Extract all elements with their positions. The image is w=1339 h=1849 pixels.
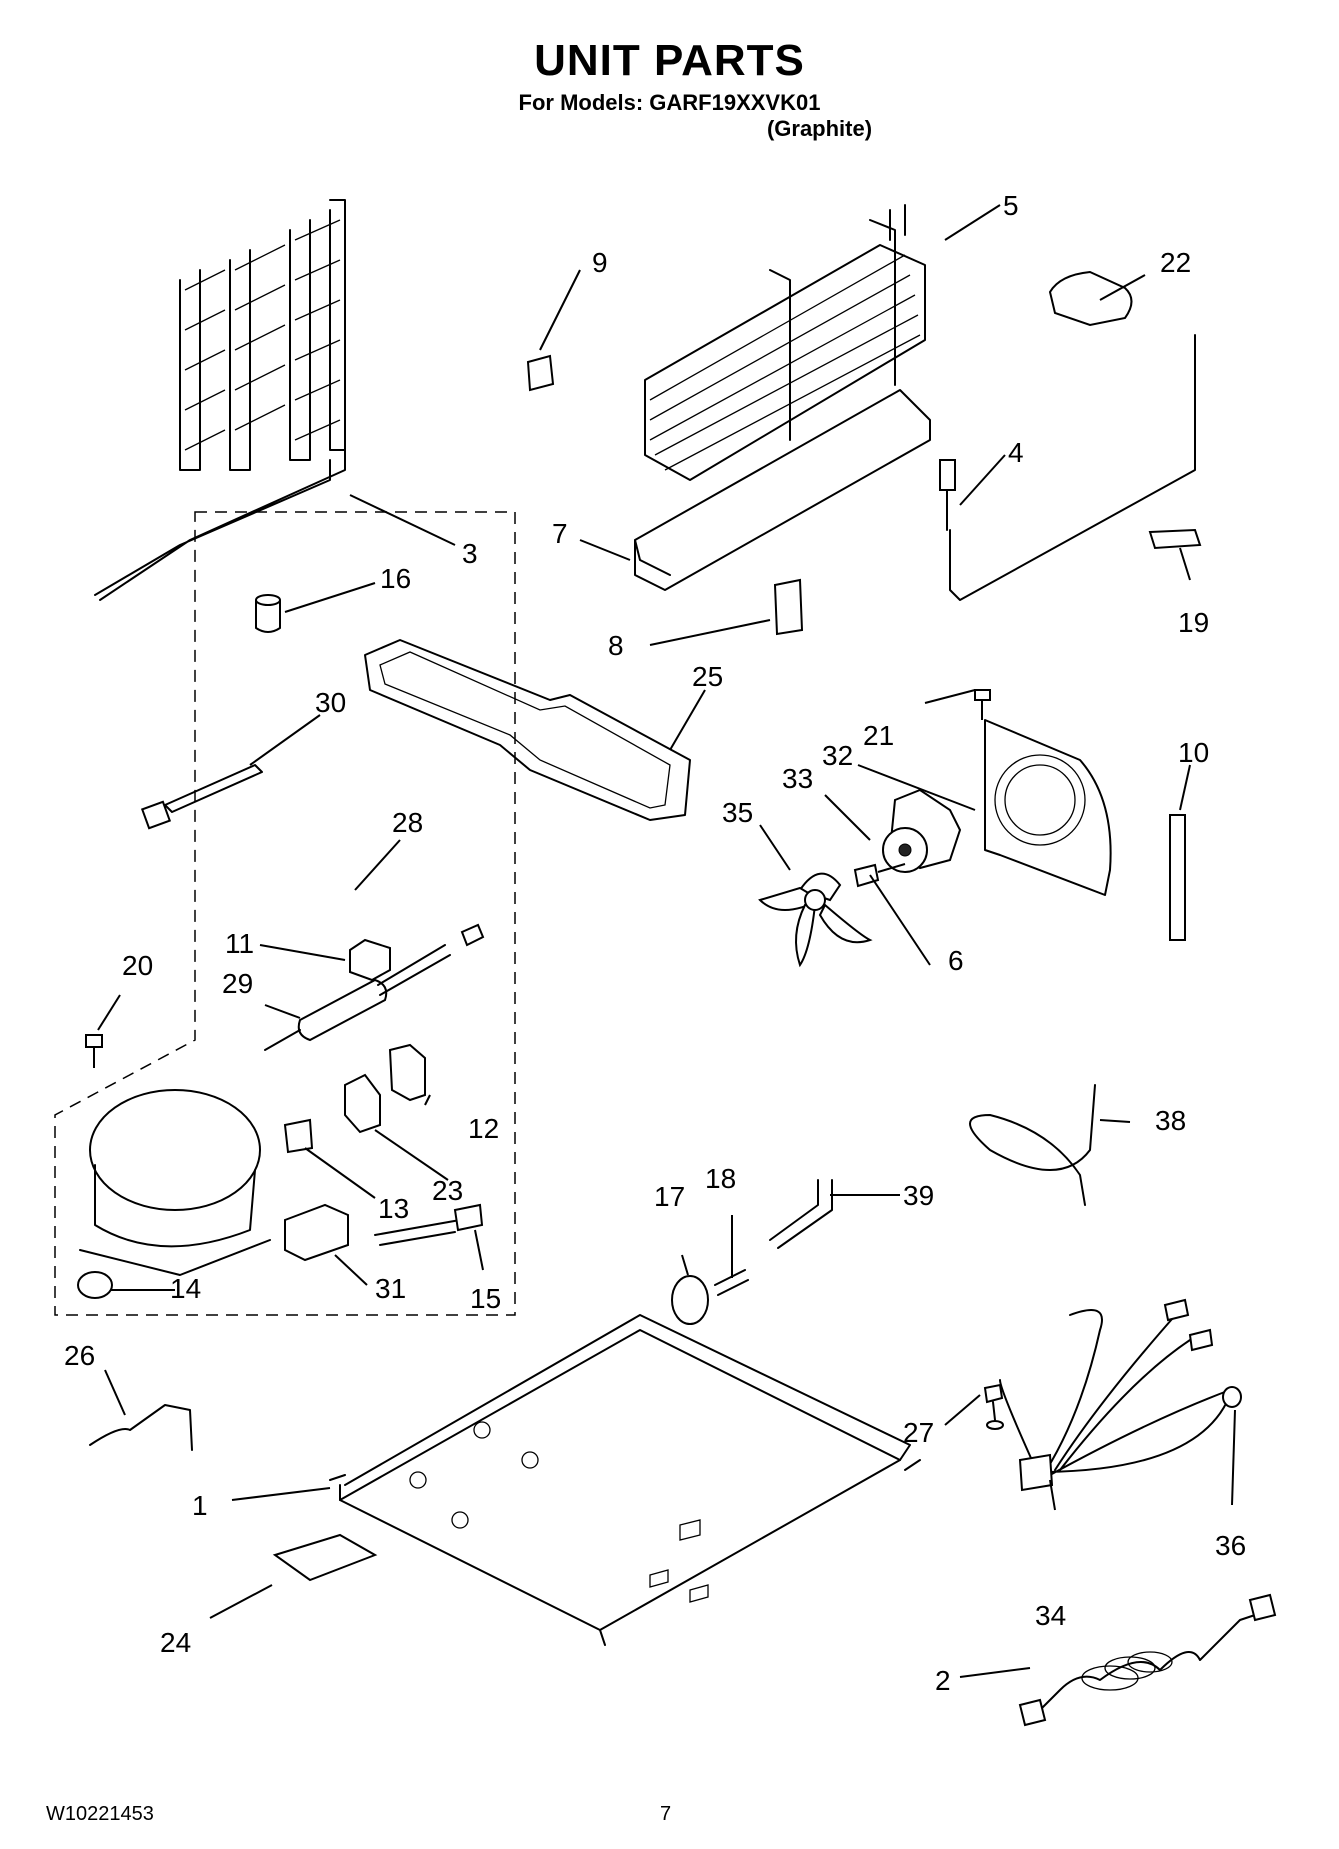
ground-screw [983,1383,1004,1430]
screw-top [974,689,991,720]
callout-17: 17 [654,1181,685,1212]
page-number: 7 [660,1803,672,1825]
callout-39: 39 [903,1180,934,1211]
callout-3: 3 [462,538,478,569]
tube-bend [769,1179,833,1249]
callout-23: 23 [432,1175,463,1206]
callout-6: 6 [948,945,964,976]
filter-drier [264,923,485,1051]
callout-2: 2 [935,1665,951,1696]
callout-16: 16 [380,563,411,594]
power-cord [1018,1593,1277,1727]
insulation-pad [1048,270,1133,327]
roller [671,1275,709,1325]
callout-8: 8 [608,630,624,661]
fan-motor [882,788,962,873]
callout-5: 5 [1003,190,1019,221]
fan-shroud [984,719,1112,896]
callout-18: 18 [705,1163,736,1194]
callout-28: 28 [392,807,423,838]
models-line: For Models: GARF19XXVK01 [518,90,821,115]
square-gasket [526,354,555,392]
callout-25: 25 [692,661,723,692]
cable-tie [140,764,263,830]
label-sheet [272,1533,378,1582]
tube-part [255,594,281,633]
callout-35: 35 [722,797,753,828]
callout-36: 36 [1215,1530,1246,1561]
axle-pin [714,1269,749,1296]
callout-21: 21 [863,720,894,751]
tubing [969,1084,1096,1206]
callout-9: 9 [592,247,608,278]
wire-spring [89,1404,193,1451]
callout-34: 34 [1035,1600,1066,1631]
color-line: (Graphite) [766,116,873,141]
callout-11: 11 [225,928,254,959]
drain-pan [364,639,691,821]
callout-22: 22 [1160,247,1191,278]
mounting-bracket [773,578,804,636]
callout-7: 7 [552,518,568,549]
relay [349,938,391,982]
callout-38: 38 [1155,1105,1186,1136]
callout-10: 10 [1178,737,1209,768]
callout-15: 15 [470,1283,501,1314]
callout-31: 31 [375,1273,406,1304]
page-title: UNIT PARTS [534,36,805,85]
leader-lines [97,204,1236,1678]
callout-27: 27 [903,1417,934,1448]
callout-26: 26 [64,1340,95,1371]
callout-29: 29 [222,968,253,999]
evaporator [634,204,931,591]
callout-14: 14 [170,1273,201,1304]
compressor-kit-outline [54,511,516,1316]
callout-33: 33 [782,763,813,794]
start-device [344,1073,381,1134]
screw [853,863,906,888]
document-number: W10221453 [46,1803,154,1825]
callout-4: 4 [1008,437,1024,468]
thermistor-harness [939,334,1202,601]
callout-numbers: 3 16 9 5 22 4 7 8 19 25 30 28 21 32 33 1… [64,190,1246,1696]
compressor [77,1089,271,1299]
callout-19: 19 [1178,607,1209,638]
overload-protector [388,1043,426,1102]
main-wiring-harness [999,1298,1242,1492]
foam-strip [1169,814,1186,941]
wire-harness-plug [374,1203,484,1246]
callout-12: 12 [468,1113,499,1144]
callout-32: 32 [822,740,853,771]
callout-20: 20 [122,950,153,981]
base-frame [329,1314,921,1646]
callout-30: 30 [315,687,346,718]
capacitor [284,1203,349,1262]
fan-blade [758,872,873,968]
callout-1: 1 [192,1490,208,1521]
callout-24: 24 [160,1627,191,1658]
terminal-clip [283,1118,314,1154]
compressor-bolt [85,1034,103,1068]
condenser [94,199,346,601]
callout-13: 13 [378,1193,409,1224]
